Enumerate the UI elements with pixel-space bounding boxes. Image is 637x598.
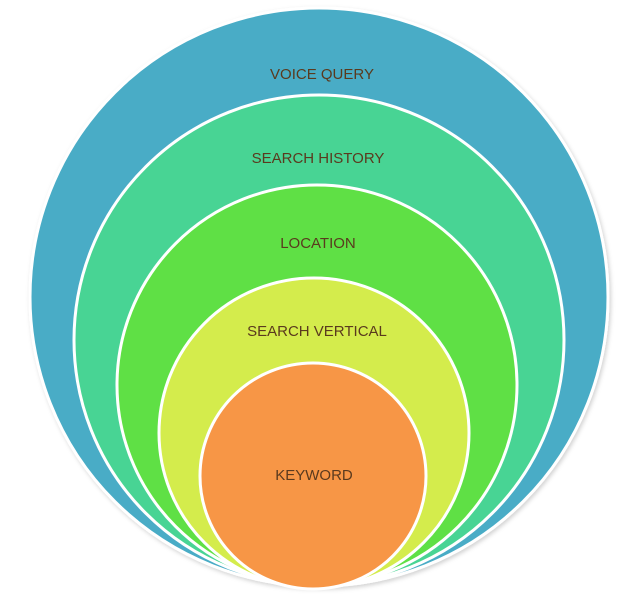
search-vertical-label: SEARCH VERTICAL <box>247 323 387 340</box>
voice-query-label: VOICE QUERY <box>270 66 374 83</box>
search-history-label: SEARCH HISTORY <box>252 150 385 167</box>
keyword-circle <box>198 361 428 591</box>
layer-keyword <box>198 361 428 591</box>
keyword-label: KEYWORD <box>275 467 353 484</box>
location-label: LOCATION <box>280 235 356 252</box>
